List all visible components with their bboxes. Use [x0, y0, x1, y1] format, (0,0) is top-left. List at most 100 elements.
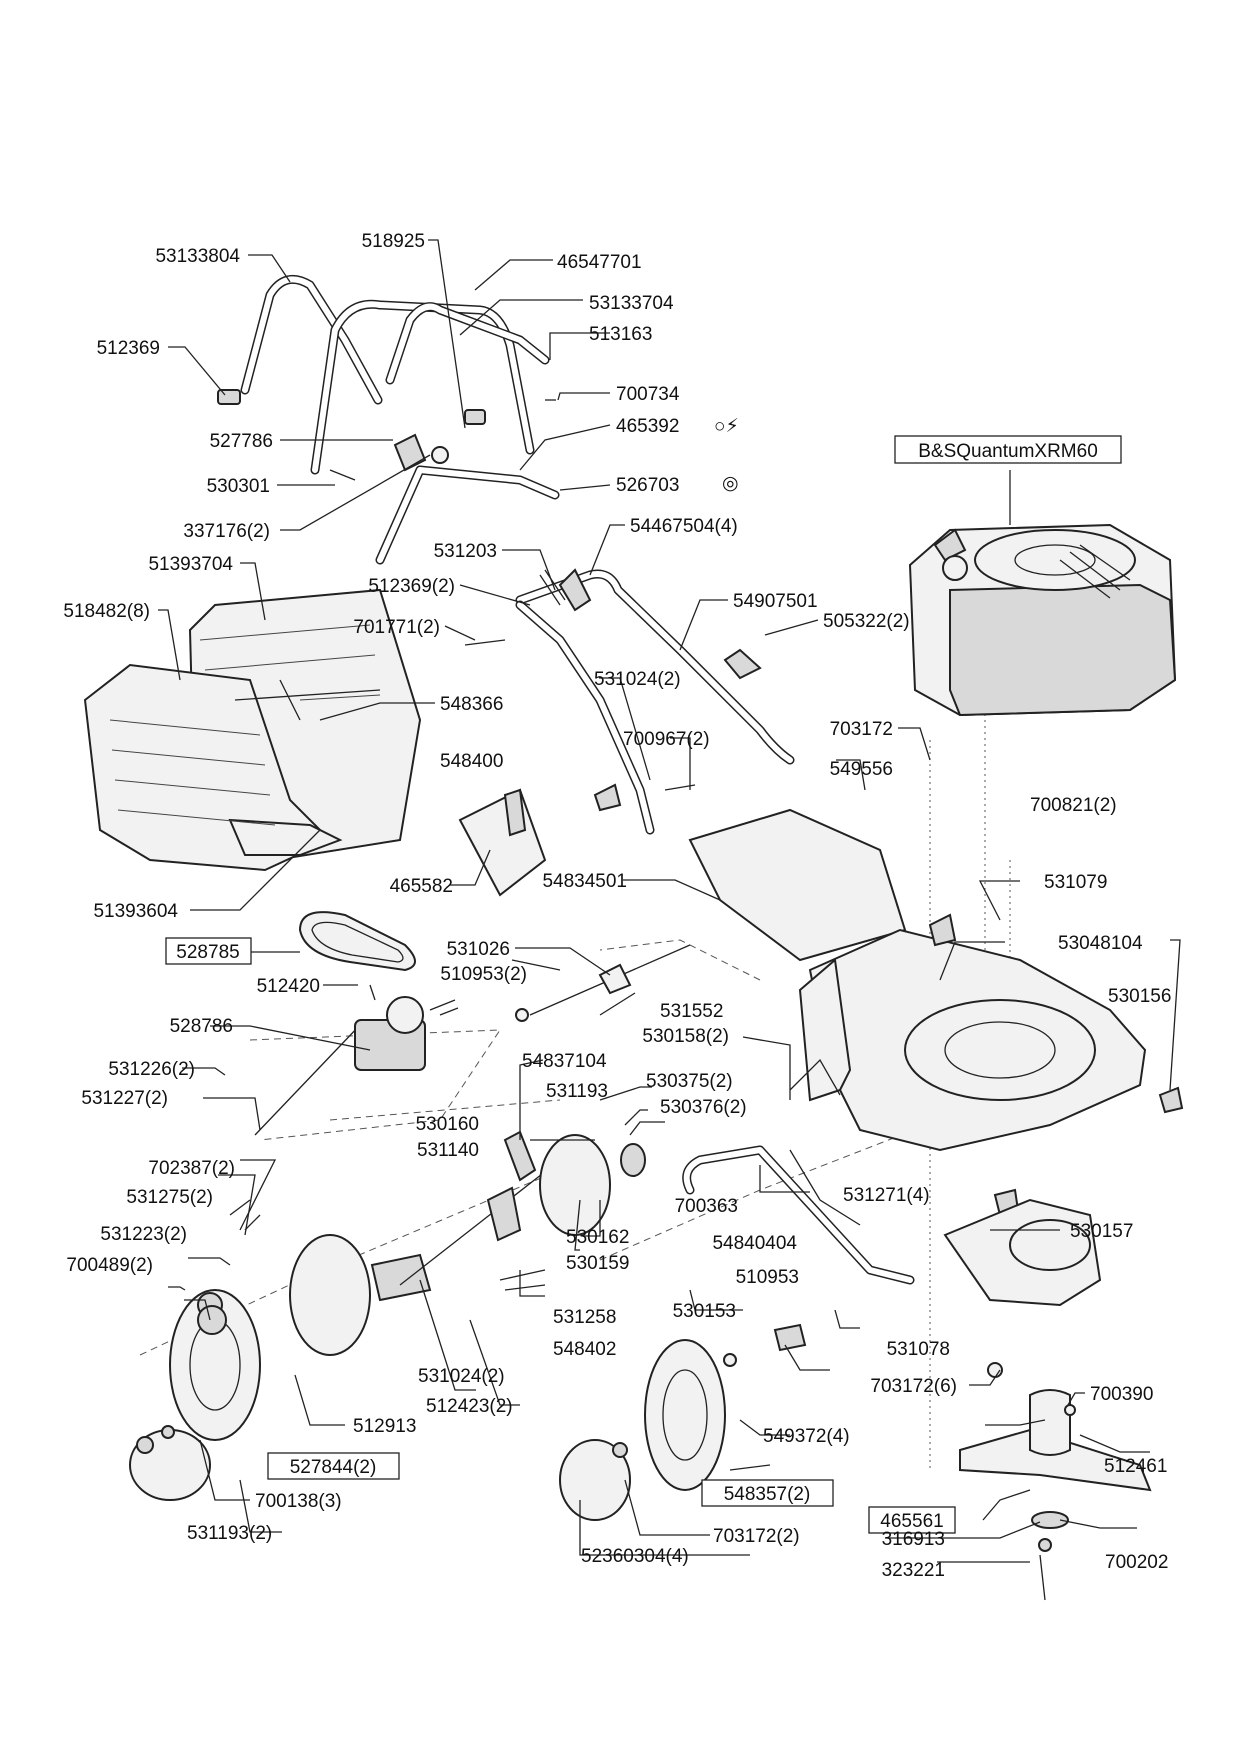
part-label: 54837104 — [522, 1051, 607, 1072]
boxed-label-465561-frame — [868, 1506, 956, 1534]
part-label: 531024(2) — [418, 1366, 505, 1387]
part-label: 512420 — [257, 976, 320, 997]
part-label: 528786 — [170, 1016, 233, 1037]
part-label: 530159 — [566, 1253, 629, 1274]
part-label: 531079 — [1044, 872, 1107, 893]
part-label: 465582 — [390, 876, 453, 897]
part-label: 54907501 — [733, 591, 818, 612]
control-symbol-icon: ○⚡ — [714, 416, 739, 437]
part-label: 512461 — [1104, 1456, 1167, 1477]
rear-wheel-drawing — [129, 1159, 561, 1501]
engine-drawing — [908, 523, 1177, 717]
part-label: 531258 — [553, 1307, 616, 1328]
front-wheel-drawing — [559, 1145, 915, 1521]
part-label: 527786 — [210, 431, 273, 452]
part-label: 701771(2) — [353, 617, 440, 638]
blade-drawing — [943, 1198, 1152, 1601]
part-label: 531227(2) — [81, 1088, 168, 1109]
engine-label-box — [894, 435, 1122, 464]
part-label: 54467504(4) — [630, 516, 738, 537]
part-label: 512369(2) — [368, 576, 455, 597]
part-label: 316913 — [882, 1529, 945, 1550]
drive-drawing — [254, 911, 691, 1136]
part-label: 530301 — [207, 476, 270, 497]
part-label: 700967(2) — [623, 729, 710, 750]
boxed-label-548357: 548357(2) — [724, 1484, 811, 1505]
boxed-label-528785-frame — [165, 937, 252, 965]
part-label: 531140 — [417, 1140, 479, 1161]
part-label: 531078 — [887, 1339, 950, 1360]
part-label: 513163 — [589, 324, 652, 345]
boxed-labels: B&SQuantumXRM60 528785 527844(2) 548357(… — [165, 435, 1122, 1534]
cable-symbol-icon: ◎ — [722, 473, 739, 494]
part-label: 323221 — [882, 1560, 945, 1581]
part-label: 700489(2) — [66, 1255, 153, 1276]
part-label: 505322(2) — [823, 611, 910, 632]
part-label: 530156 — [1108, 986, 1171, 1007]
part-label: 526703 — [616, 475, 679, 496]
part-label: 530153 — [673, 1301, 736, 1322]
part-label: 700734 — [616, 384, 680, 405]
part-label: 51393604 — [93, 901, 178, 922]
part-label: 531193 — [546, 1081, 608, 1102]
part-label: 530162 — [566, 1227, 629, 1248]
boxed-label-527844-frame — [267, 1452, 400, 1480]
part-label: 51393704 — [148, 554, 233, 575]
part-label: 700390 — [1090, 1384, 1153, 1405]
part-label: 531275(2) — [126, 1187, 213, 1208]
lower-handle-drawing — [464, 568, 795, 835]
part-label: 530160 — [416, 1114, 479, 1135]
boxed-label-527844: 527844(2) — [290, 1457, 377, 1478]
part-label: 52360304(4) — [581, 1546, 689, 1567]
part-labels: 53133804 518925 46547701 53133704 512369… — [63, 231, 1171, 1581]
boxed-label-548357-frame — [701, 1479, 834, 1507]
part-label: 46547701 — [557, 252, 642, 273]
part-label: 531552 — [660, 1001, 723, 1022]
part-label: 703172 — [830, 719, 893, 740]
part-label: 531026 — [447, 939, 510, 960]
catcher-vent-pattern — [109, 624, 381, 826]
part-label: 512913 — [353, 1416, 416, 1437]
part-label: 549556 — [830, 759, 893, 780]
part-label: 531226(2) — [108, 1059, 195, 1080]
part-label: 530158(2) — [642, 1026, 729, 1047]
part-label: 530375(2) — [646, 1071, 733, 1092]
part-label: 530376(2) — [660, 1097, 747, 1118]
part-label: 548400 — [440, 751, 503, 772]
part-label: 518482(8) — [63, 601, 150, 622]
part-label: 703172(2) — [713, 1526, 800, 1547]
chute-drawing — [458, 788, 907, 962]
part-label: 700138(3) — [255, 1491, 342, 1512]
part-label: 702387(2) — [148, 1158, 235, 1179]
part-label: 703172(6) — [870, 1376, 957, 1397]
part-label: 54840404 — [712, 1233, 797, 1254]
part-label: 531193(2) — [187, 1523, 272, 1544]
part-label: 531203 — [434, 541, 497, 562]
upper-handle-drawing — [217, 274, 560, 565]
part-label: 512423(2) — [426, 1396, 513, 1417]
part-label: 518925 — [362, 231, 425, 252]
part-label: 512369 — [97, 338, 160, 359]
part-label: 700821(2) — [1030, 795, 1117, 816]
part-label: 700363 — [675, 1196, 738, 1217]
part-label: 510953 — [736, 1267, 799, 1288]
part-label: 548402 — [553, 1339, 616, 1360]
deck-drawing — [789, 913, 1184, 1217]
part-label: 549372(4) — [763, 1426, 850, 1447]
part-label: 53133804 — [155, 246, 240, 267]
part-label: 53048104 — [1058, 933, 1143, 954]
part-label: 531024(2) — [594, 669, 681, 690]
grass-catcher-drawing — [83, 588, 422, 872]
part-label: 53133704 — [589, 293, 674, 314]
part-label: 531223(2) — [100, 1224, 187, 1245]
boxed-label-528785: 528785 — [176, 942, 239, 963]
part-label: 548366 — [440, 694, 503, 715]
part-label: 54834501 — [542, 871, 627, 892]
gear-and-axle-drawing — [197, 1130, 646, 1335]
part-label: 531271(4) — [843, 1185, 930, 1206]
part-label: 465392 — [616, 416, 679, 437]
part-label: 510953(2) — [440, 964, 527, 985]
part-label: 337176(2) — [183, 521, 270, 542]
part-label: 530157 — [1070, 1221, 1133, 1242]
